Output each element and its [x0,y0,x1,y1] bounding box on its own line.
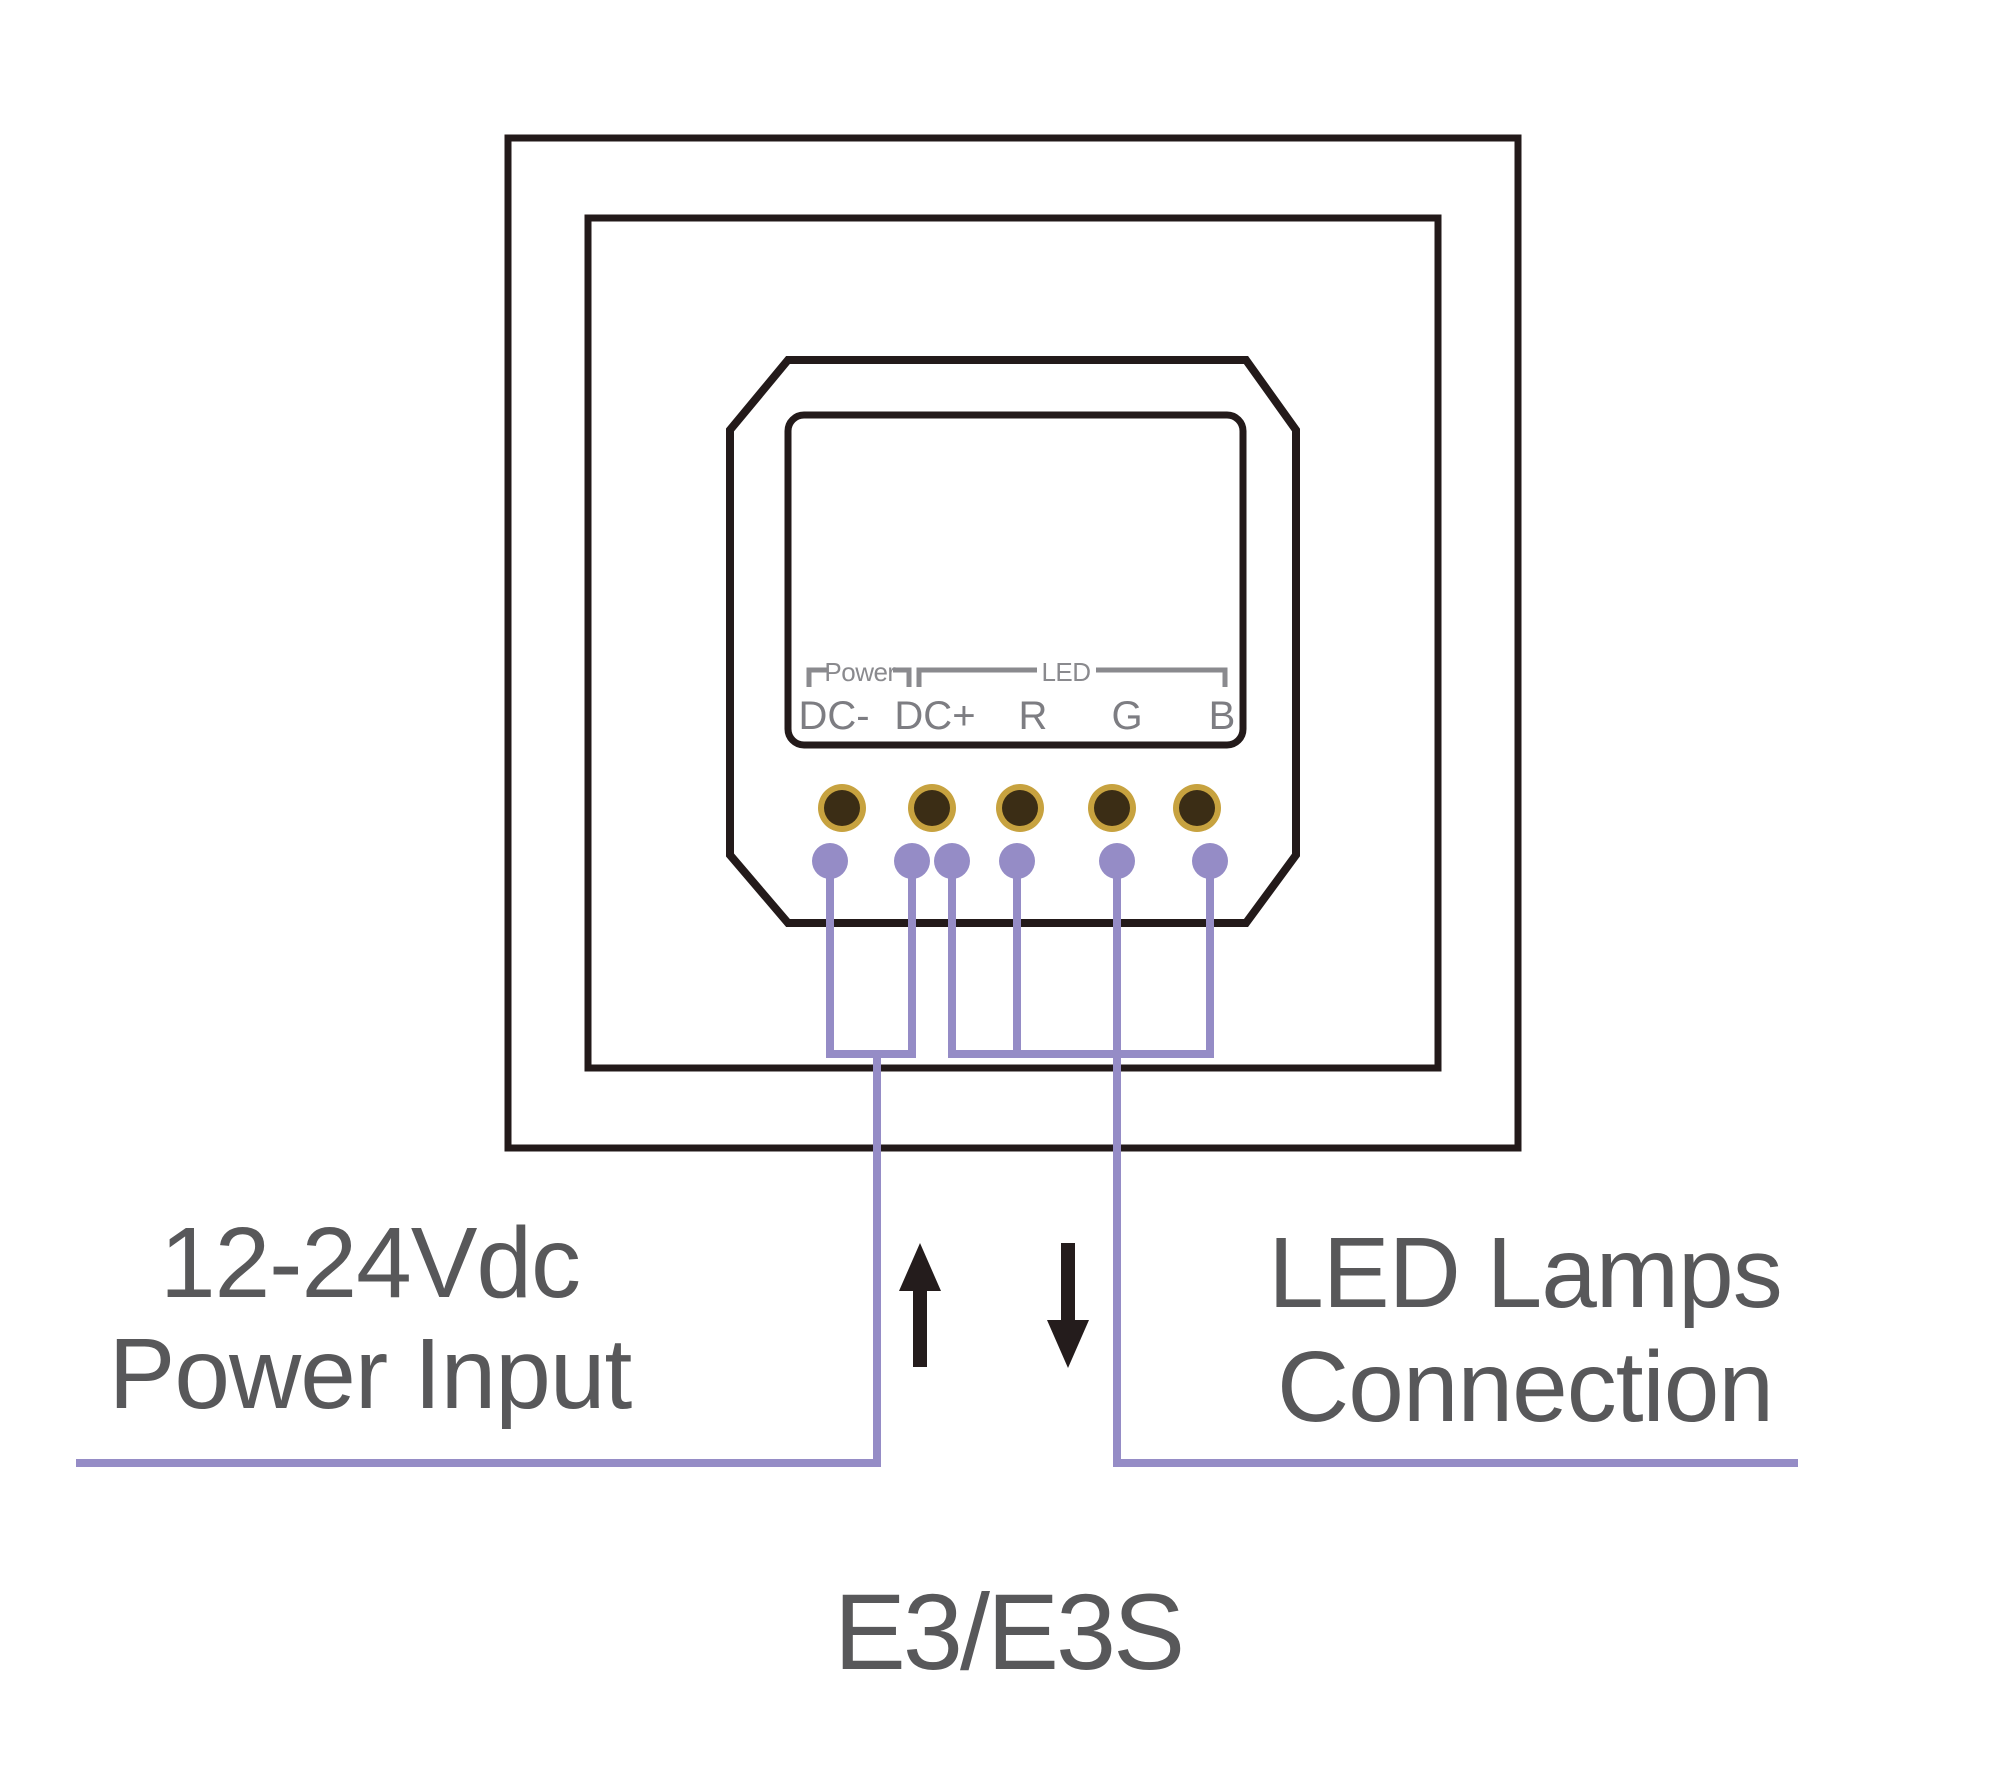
wire-nodes [812,843,1228,879]
led-output-wire [1113,861,1798,1467]
terminal-label-red: R [1019,694,1048,738]
power-input-label-line1: 12-24Vdc [160,1207,580,1319]
terminal-screw [1094,790,1130,826]
led-lamps-label-line2: Connection [1277,1331,1773,1443]
led-bracket-left-segment [916,667,1037,687]
terminal-screw [1179,790,1215,826]
terminal-screw [914,790,950,826]
led-output-arrow-icon [1047,1243,1089,1368]
led-lamps-label-line1: LED Lamps [1268,1217,1781,1329]
wire-node-dc-plus-right [934,843,970,879]
wall-plate-outer-outline [504,134,1522,1152]
terminal-dc-minus [818,784,866,832]
wire-node-dc-plus-left [894,843,930,879]
wiring [76,861,1798,1467]
terminal-dc-plus [908,784,956,832]
power-bracket-right-tick [893,667,912,687]
power-group-bracket: Power [806,657,912,687]
led-bracket-right-segment [1096,667,1228,687]
led-wire-bus [948,861,1214,1058]
terminal-green [1088,784,1136,832]
terminal-red [996,784,1044,832]
power-group-label: Power [824,657,896,687]
wire-node-red [999,843,1035,879]
power-bracket-left-tick [806,667,827,687]
wire-node-green [1099,843,1135,879]
wall-plate-inner-outline [584,214,1442,1072]
power-wire-pair [826,861,916,1058]
led-group-bracket: LED [916,657,1228,687]
terminal-label-dc-plus: DC+ [894,694,975,738]
terminal-screw [1002,790,1038,826]
terminal-label-blue: B [1209,694,1236,738]
wire-node-blue [1192,843,1228,879]
wire-node-dc-minus [812,843,848,879]
power-input-wire [76,1054,881,1467]
terminal-screw [824,790,860,826]
power-input-label-line2: Power Input [109,1318,633,1430]
terminal-block [818,784,1221,832]
terminal-panel [784,411,1247,749]
power-input-arrow-icon [899,1243,941,1367]
model-label: E3/E3S [834,1571,1182,1692]
terminal-label-dc-minus: DC- [798,694,869,738]
terminal-label-green: G [1111,694,1142,738]
led-group-label: LED [1041,657,1090,687]
terminal-blue [1173,784,1221,832]
